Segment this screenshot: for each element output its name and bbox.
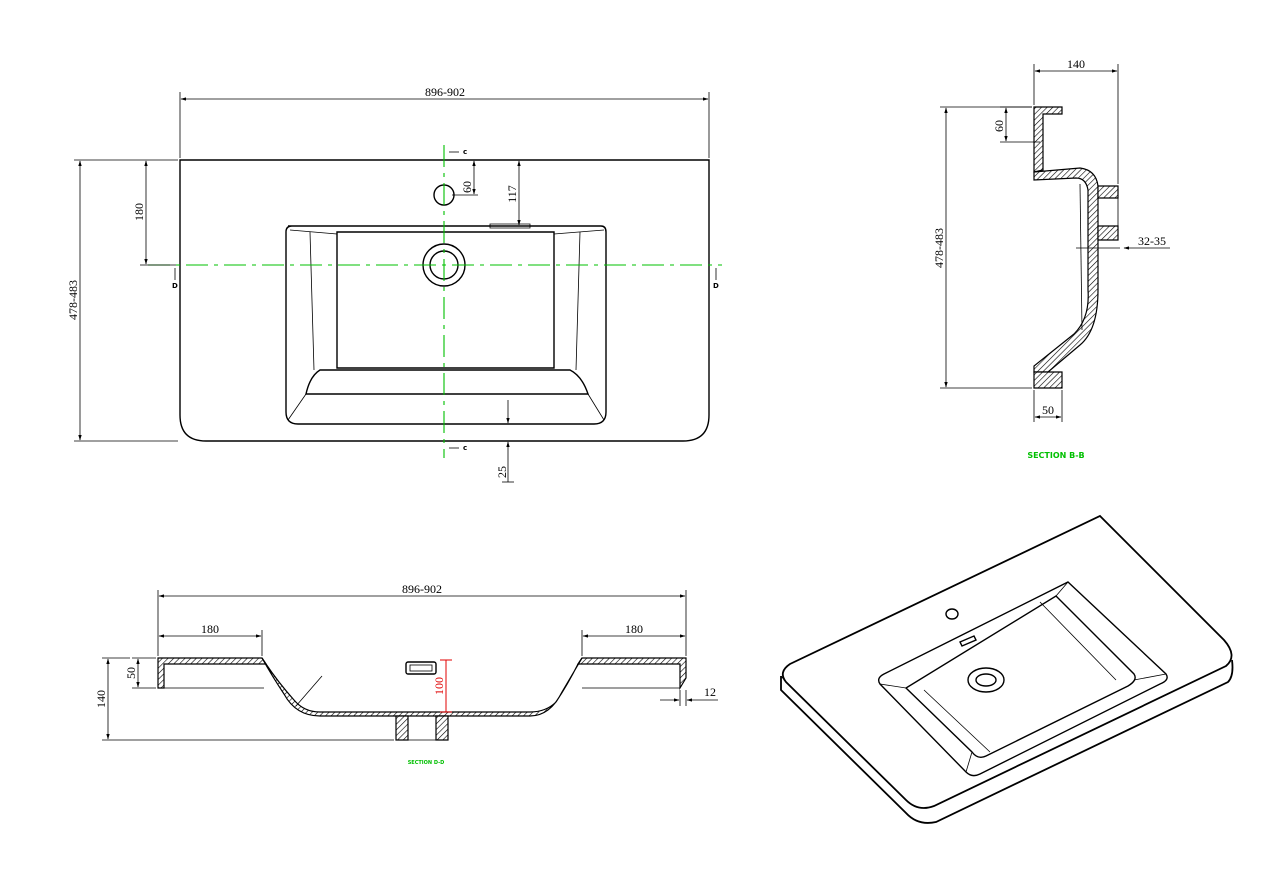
plan-view: c c D D 896-902 478-483 180 60 117 25: [66, 85, 722, 483]
bowl-inner: [336, 231, 555, 369]
overflow-slot: [489, 223, 531, 229]
bowl-outer: [285, 225, 607, 425]
section-bb-rim-dim: 60: [992, 120, 1006, 132]
section-dd-bowl: [261, 657, 583, 717]
section-bb-top-rim: [1033, 106, 1063, 173]
tap-hole-dim: 60: [460, 181, 474, 193]
isometric-view: [780, 514, 1234, 824]
section-dd-overflow: [405, 661, 437, 675]
section-dd: 896-902 180 180 50 140 100 12 SECTION D-…: [94, 582, 718, 766]
section-bb-drain-dim: 32-35: [1138, 234, 1166, 248]
section-dd-rim-height-dim: 50: [124, 667, 138, 679]
section-dd-bowl-depth-dim: 100: [432, 677, 446, 695]
bottom-rim-dim: 25: [495, 466, 509, 478]
section-bb-drain: [1097, 185, 1119, 199]
section-bb-bottom-dim: 50: [1042, 403, 1054, 417]
section-dd-right-ledge-dim: 180: [625, 622, 643, 636]
section-dd-caption: SECTION D-D: [408, 760, 445, 766]
section-dd-total-height-dim: 140: [94, 690, 108, 708]
iso-tap-hole: [945, 608, 959, 620]
plan-depth-dim: 478-483: [66, 280, 80, 320]
iso-drain-inner: [975, 673, 997, 687]
section-dd-left-ledge: [157, 657, 268, 689]
section-bb-top-dim: 140: [1067, 57, 1085, 71]
mark-c-top: c: [463, 148, 467, 156]
iso-overflow: [959, 635, 977, 647]
section-dd-wall-dim: 12: [704, 685, 716, 699]
iso-bowl-rim: [877, 581, 1168, 777]
mark-d-right: D: [713, 282, 719, 290]
section-dd-drain: [395, 715, 409, 741]
tap-offset-dim: 180: [132, 203, 146, 221]
section-dd-left-ledge-dim: 180: [201, 622, 219, 636]
bowl-top-dim: 117: [505, 185, 519, 203]
plan-width-dim: 896-902: [425, 85, 465, 99]
mark-d-left: D: [172, 282, 178, 290]
mark-c-bottom: c: [463, 444, 467, 452]
section-bb-caption: SECTION B-B: [1027, 451, 1084, 460]
section-dd-width-dim: 896-902: [402, 582, 442, 596]
iso-bowl-inner: [904, 595, 1136, 759]
section-bb: 140 60 478-483 32-35 50 SECTION B-B: [932, 57, 1170, 460]
iso-top-surface: [781, 514, 1233, 809]
plan-outline: [179, 159, 710, 442]
section-dd-right-ledge: [576, 657, 687, 691]
bowl-floor: [305, 369, 589, 395]
section-bb-wall: [1033, 167, 1099, 373]
iso-drain-outer: [967, 667, 1005, 693]
section-bb-depth-dim: 478-483: [932, 228, 946, 268]
iso-front-edge: [780, 659, 1234, 824]
